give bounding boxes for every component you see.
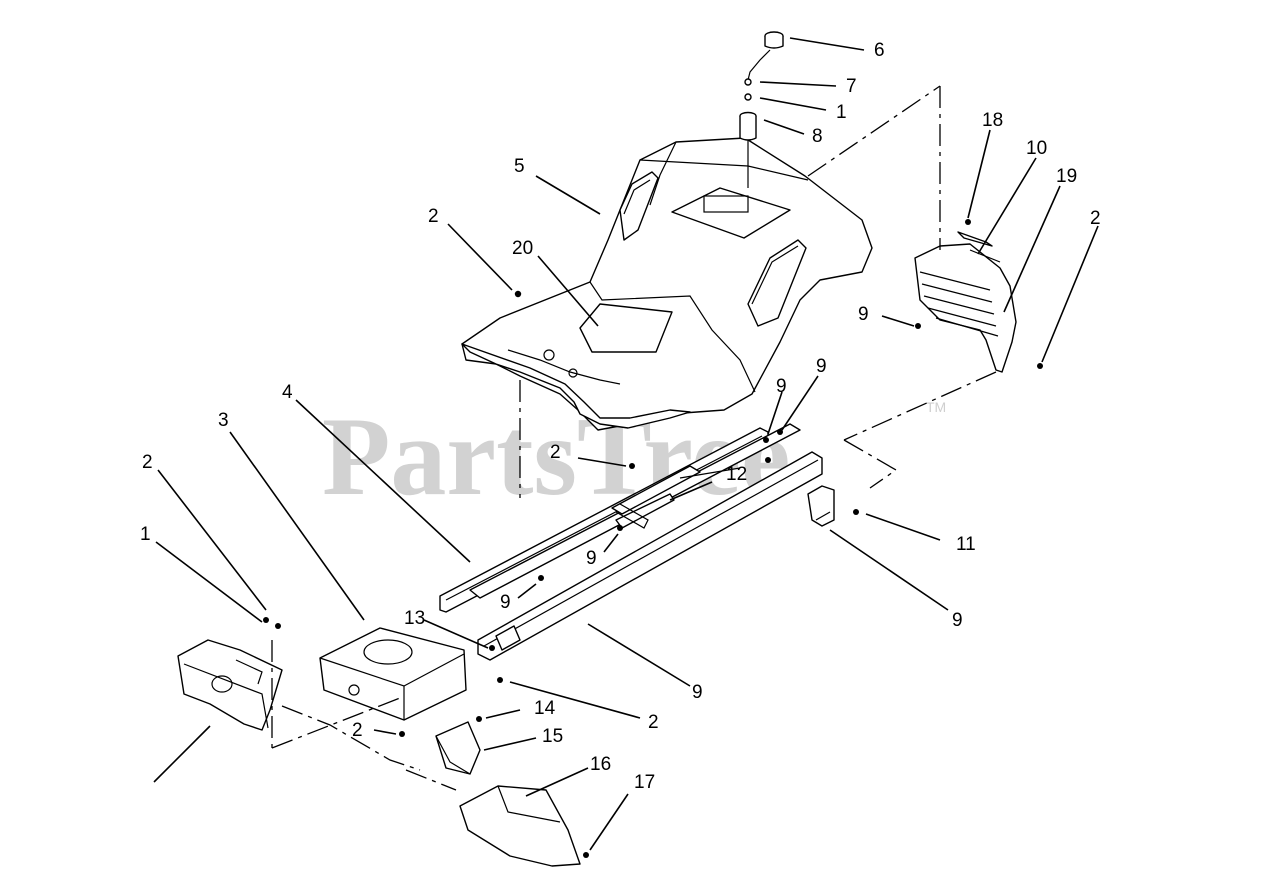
- assembly-lines: [271, 85, 997, 791]
- callout-4: 4: [282, 382, 293, 403]
- callout-7: 7: [846, 76, 857, 97]
- callout-9: 9: [858, 304, 869, 325]
- lower-bracket-parts: [435, 721, 581, 867]
- callout-11: 9: [952, 610, 963, 631]
- callout-2: 2: [352, 720, 363, 741]
- watermark-trademark: TM: [926, 399, 946, 415]
- callout-1: 1: [836, 102, 847, 123]
- leader-lines: [153, 37, 1099, 851]
- callout-12: 12: [726, 464, 747, 485]
- callout-2: 14: [534, 698, 556, 719]
- callout-2: 11: [956, 534, 976, 555]
- callout-2: 2: [142, 452, 153, 473]
- callout-9: 2: [648, 712, 659, 733]
- callout-16: 17: [634, 772, 655, 793]
- callout-18: 18: [982, 110, 1003, 131]
- callout-3: 3: [218, 410, 229, 431]
- callout-labels: 6 7 1 8 5 2 20 18 10 19 2 9 9 9 4 3 2 12…: [140, 40, 1101, 793]
- frame-rails-part: [439, 423, 835, 661]
- callout-1: 1: [140, 524, 151, 545]
- callout-9: 9: [586, 548, 597, 569]
- callout-6: 6: [874, 40, 885, 61]
- callout-13: 9: [692, 682, 703, 703]
- fasteners: [263, 219, 1043, 858]
- callout-9: 9: [816, 356, 827, 377]
- callout-8: 8: [812, 126, 823, 147]
- rear-grille-part: [914, 231, 1017, 373]
- callout-19: 19: [1056, 166, 1077, 187]
- fender-deck-part: [461, 137, 873, 431]
- callout-9: 13: [404, 608, 425, 629]
- front-bracket-part: [177, 639, 283, 731]
- callout-20: 20: [512, 238, 533, 259]
- callout-9: 9: [500, 592, 511, 613]
- callout-2: 2: [550, 442, 561, 463]
- pedal-stack-parts: [739, 31, 784, 188]
- callout-2: 2: [428, 206, 439, 227]
- callout-2: 2: [1090, 208, 1101, 229]
- callout-5: 5: [514, 156, 525, 177]
- callout-9: 9: [776, 376, 787, 397]
- callout-10: 10: [1026, 138, 1047, 159]
- callout-15: 16: [590, 754, 611, 775]
- front-plate-part: [319, 627, 467, 721]
- callout-14: 15: [542, 726, 563, 747]
